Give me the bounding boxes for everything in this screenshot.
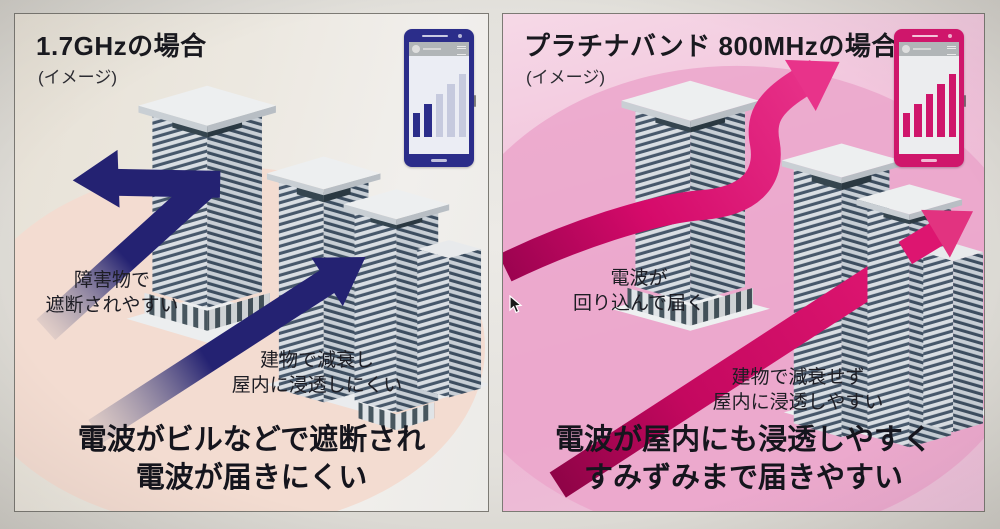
building-tower-right-panel <box>610 80 770 331</box>
label-attenuated-line1: 建物で減衰し <box>259 350 374 371</box>
panel-1_7ghz: 1.7GHzの場合 (イメージ) 障害物で 遮断されやすい 建物で減衰し 屋内に… <box>14 13 489 512</box>
appbar-text-line <box>913 48 931 50</box>
penetrating-arrow-exit <box>898 209 974 265</box>
signal-bar <box>902 113 911 137</box>
signal-bar <box>447 84 455 137</box>
phone-screen <box>409 42 469 154</box>
label-wraparound-line2: 回り込んで届く <box>572 293 706 314</box>
phone-screen <box>899 42 959 154</box>
caption-right-line2: すみずみまで届きやすい <box>583 462 903 494</box>
panel-title-left: 1.7GHzの場合 <box>36 31 207 61</box>
appbar-text-line <box>423 48 441 50</box>
avatar <box>412 45 420 53</box>
phone-appbar <box>899 42 959 56</box>
penetrating-arrow-shaft <box>549 262 890 498</box>
label-blocked: 障害物で 遮断されやすい <box>33 268 191 318</box>
hamburger-menu-icon <box>457 45 466 55</box>
phone-icon-strong-signal <box>894 29 966 167</box>
signal-bars <box>412 73 467 137</box>
signal-bar <box>948 74 957 137</box>
label-blocked-line1: 障害物で <box>73 270 150 291</box>
attenuated-arrow <box>88 257 366 443</box>
phone-speaker <box>422 35 448 37</box>
phone-camera-dot <box>458 34 462 38</box>
phone-speaker <box>912 35 938 37</box>
label-blocked-line2: 遮断されやすい <box>45 295 179 316</box>
wraparound-arrow <box>503 59 840 282</box>
panel-subtitle-left: (イメージ) <box>38 68 117 87</box>
signal-bar <box>914 104 922 137</box>
signal-bar <box>458 74 467 137</box>
phone-home-button <box>921 159 937 162</box>
caption-right: 電波が屋内にも浸透しやすく すみずみまで届きやすい <box>503 421 984 497</box>
phone-side-button <box>964 95 966 107</box>
phone-side-button <box>474 95 476 107</box>
label-penetrates: 建物で減衰せず 屋内に浸透しやすい <box>703 365 893 415</box>
label-penetrates-line2: 屋内に浸透しやすい <box>712 392 884 413</box>
signal-bar <box>937 84 945 137</box>
phone-camera-dot <box>948 34 952 38</box>
hamburger-menu-icon <box>947 45 956 55</box>
phone-appbar <box>409 42 469 56</box>
mouse-cursor <box>509 294 523 320</box>
label-attenuated-line2: 屋内に浸透しにくい <box>231 375 403 396</box>
panel-subtitle-right: (イメージ) <box>526 68 605 87</box>
label-attenuated: 建物で減衰し 屋内に浸透しにくい <box>228 348 406 398</box>
signal-bar <box>435 94 444 137</box>
label-wraparound: 電波が 回り込んで届く <box>559 266 719 316</box>
caption-left: 電波がビルなどで遮断され 電波が届きにくい <box>15 421 488 497</box>
panel-title-right: プラチナバンド 800MHzの場合 <box>524 31 898 61</box>
phone-icon-weak-signal <box>404 29 476 167</box>
panel-800mhz: プラチナバンド 800MHzの場合 (イメージ) 電波が 回り込んで届く 建物で… <box>502 13 985 512</box>
blocked-arrow <box>36 149 221 341</box>
caption-left-line1: 電波がビルなどで遮断され <box>77 424 426 456</box>
diagram-1_7ghz <box>15 85 488 511</box>
caption-left-line2: 電波が届きにくい <box>135 462 368 494</box>
signal-bars <box>902 73 957 137</box>
avatar <box>902 45 910 53</box>
signal-bar <box>424 104 432 137</box>
signal-bar <box>412 113 421 137</box>
signal-bar <box>925 94 934 137</box>
caption-right-line1: 電波が屋内にも浸透しやすく <box>555 424 932 456</box>
diagram-800mhz <box>503 59 984 511</box>
label-wraparound-line1: 電波が <box>610 268 668 289</box>
label-penetrates-line1: 建物で減衰せず <box>731 367 865 388</box>
phone-home-button <box>431 159 447 162</box>
